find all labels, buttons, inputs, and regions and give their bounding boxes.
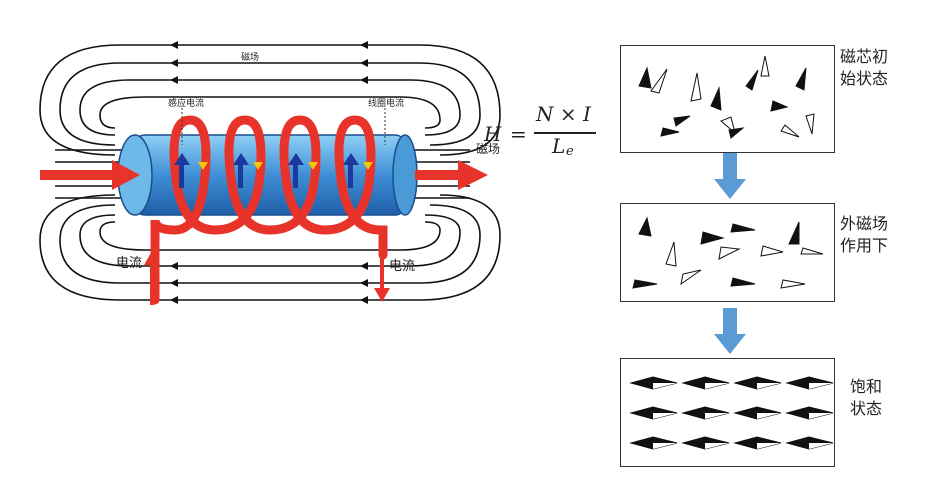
- current-out-label: 电流: [389, 259, 416, 274]
- field-formula: H = N × I L e: [484, 102, 604, 172]
- formula-numerator: N × I: [536, 102, 591, 126]
- solenoid-diagram: [39, 41, 501, 305]
- flow-arrow-down-2: [714, 308, 746, 354]
- formula-lhs-caption: 磁场: [476, 142, 501, 156]
- flow-arrow-down-1: [714, 153, 746, 199]
- formula-lhs: H: [484, 122, 502, 146]
- core-flux-arrows: [174, 153, 359, 188]
- state-box-saturated: [620, 358, 835, 467]
- current-in-label: 电流: [116, 256, 143, 271]
- aligned-domains-icon: [629, 376, 834, 450]
- formula-equals: =: [510, 122, 527, 146]
- state-box-initial: [620, 45, 835, 153]
- induced-current-label: 感应电流: [168, 99, 205, 109]
- field-label-top: 磁场: [241, 53, 260, 63]
- current-lead-arrows: [144, 250, 390, 305]
- random-domains-icon: [638, 55, 815, 139]
- field-arrows-top: [170, 41, 368, 84]
- formula-denominator-sub: e: [566, 144, 574, 159]
- state-label-saturated: 饱和 状态: [850, 377, 883, 418]
- aligning-domains-icon: [632, 216, 824, 289]
- field-arrows-bottom: [170, 262, 368, 304]
- state-label-initial: 磁芯初 始状态: [840, 47, 889, 88]
- formula-fraction-bar: [534, 132, 596, 134]
- field-lines-top: [39, 44, 501, 156]
- field-in-out-arrows: [40, 160, 488, 190]
- coil-current-label: 线圈电流: [368, 99, 405, 109]
- coil-windings: [150, 115, 388, 305]
- field-lines-bottom: [39, 194, 501, 301]
- formula-denominator: L: [552, 134, 566, 158]
- state-box-applied: [620, 203, 835, 302]
- coil-current-arrows: [198, 162, 373, 170]
- state-label-applied: 外磁场 作用下: [840, 214, 889, 255]
